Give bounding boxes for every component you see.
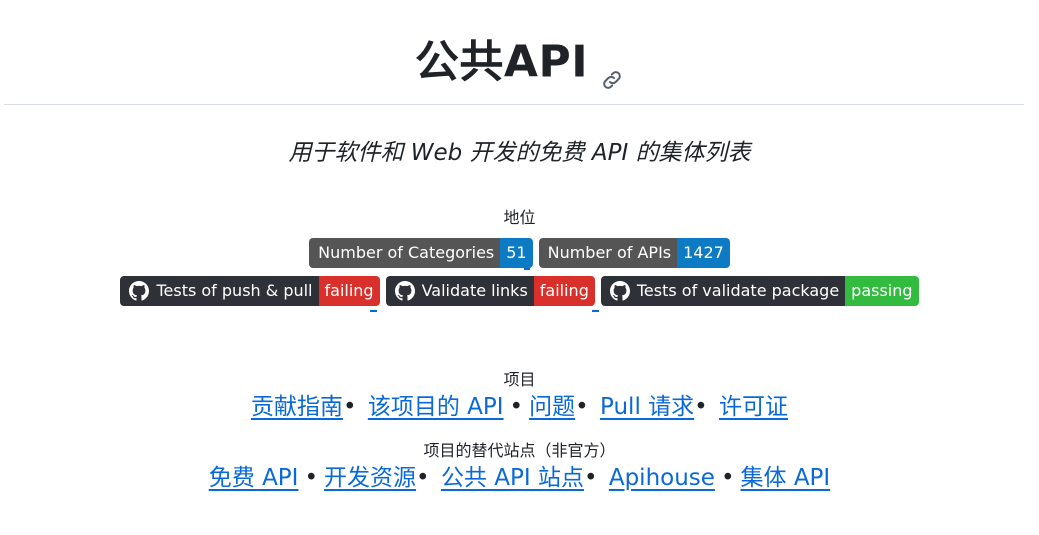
project-heading: 项目 bbox=[503, 370, 536, 389]
pull-requests-link[interactable]: Pull 请求 bbox=[600, 394, 695, 420]
separator: • bbox=[304, 465, 319, 491]
license-link[interactable]: 许可证 bbox=[719, 394, 789, 420]
badge-row-tests: Tests of push & pull failing Validate li… bbox=[0, 276, 1039, 306]
alt-sites-links: 免费 API•开发资源• 公共 API 站点• Apihouse•集体 API bbox=[0, 463, 1039, 493]
categories-badge[interactable]: Number of Categories 51 bbox=[309, 238, 533, 268]
badge-label: Validate links bbox=[421, 281, 528, 300]
separator: • bbox=[720, 465, 735, 491]
badge-row-counts: Number of Categories 51 Number of APIs 1… bbox=[0, 238, 1039, 268]
public-api-site-link[interactable]: 公共 API 站点 bbox=[440, 465, 584, 491]
badge-value: passing bbox=[845, 276, 919, 306]
status-heading: 地位 bbox=[503, 208, 536, 227]
badge-label: Tests of validate package bbox=[636, 281, 840, 300]
github-icon bbox=[129, 281, 150, 301]
dev-resources-link[interactable]: 开发资源 bbox=[324, 465, 417, 491]
title-area: 公共API bbox=[0, 30, 1039, 94]
free-api-link[interactable]: 免费 API bbox=[208, 465, 299, 491]
issues-link[interactable]: 问题 bbox=[529, 394, 576, 420]
separator: • bbox=[694, 394, 708, 420]
badge-value: failing bbox=[318, 276, 380, 306]
page-title: 公共API bbox=[414, 36, 589, 88]
github-icon bbox=[609, 281, 630, 301]
apihouse-link[interactable]: Apihouse bbox=[608, 465, 715, 491]
badge-value: 1427 bbox=[677, 238, 730, 268]
badge-label: Number of Categories bbox=[309, 238, 501, 268]
title-divider bbox=[4, 104, 1024, 105]
link-underline-mark bbox=[370, 310, 377, 312]
link-underline-mark bbox=[524, 268, 530, 270]
project-links: 贡献指南• 该项目的 API•问题• Pull 请求• 许可证 bbox=[0, 392, 1039, 422]
contributing-guide-link[interactable]: 贡献指南 bbox=[250, 394, 343, 420]
separator: • bbox=[575, 394, 589, 420]
apis-count-badge[interactable]: Number of APIs 1427 bbox=[538, 238, 730, 268]
subtitle: 用于软件和 Web 开发的免费 API 的集体列表 bbox=[288, 140, 751, 166]
github-icon bbox=[394, 281, 415, 301]
separator: • bbox=[416, 465, 430, 491]
separator: • bbox=[342, 394, 357, 420]
collective-api-link[interactable]: 集体 API bbox=[740, 465, 831, 491]
push-pull-tests-badge[interactable]: Tests of push & pull failing bbox=[120, 276, 380, 306]
validate-links-badge[interactable]: Validate links failing bbox=[385, 276, 595, 306]
badge-value: failing bbox=[533, 276, 595, 306]
badge-value: 51 bbox=[500, 238, 533, 268]
link-underline-mark bbox=[592, 310, 599, 312]
badge-label: Tests of push & pull bbox=[156, 281, 313, 300]
separator: • bbox=[583, 465, 598, 491]
validate-package-badge[interactable]: Tests of validate package passing bbox=[600, 276, 919, 306]
alt-sites-heading: 项目的替代站点（非官方） bbox=[423, 441, 616, 460]
separator: • bbox=[509, 394, 524, 420]
link-icon[interactable] bbox=[600, 55, 624, 89]
badge-label: Number of APIs bbox=[538, 238, 678, 268]
project-api-link[interactable]: 该项目的 API bbox=[367, 394, 504, 420]
